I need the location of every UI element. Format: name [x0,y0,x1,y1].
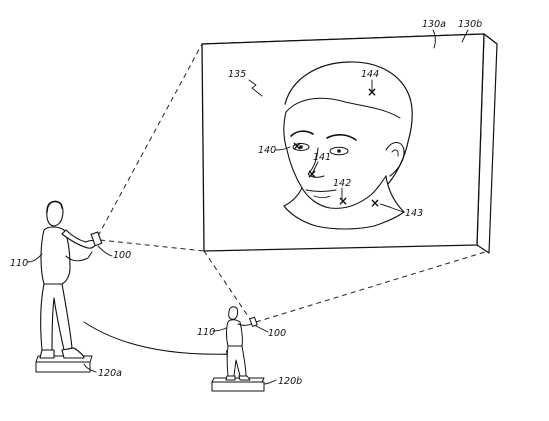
label-screen-front: 130a [422,19,446,30]
projection-line-small-left [203,250,253,323]
label-point-neck: 143 [405,208,423,219]
platform-small-body [211,381,265,392]
projection-lines [97,43,486,323]
left-eye [292,143,310,151]
ear-inner [391,149,399,157]
small-torso [226,319,243,347]
projection-screen [201,33,498,254]
movement-arrow [83,321,233,355]
person-leaders [27,245,277,385]
large-shoes [39,347,85,359]
label-person-small: 110 [197,327,215,338]
x-mark-neck: × [370,196,380,210]
jaw [301,175,387,209]
neck-right [385,175,405,213]
x-mark-chin: × [338,194,348,208]
x-mark-eye: × [292,139,302,153]
small-legs [226,345,247,377]
platform-large-body [35,361,91,373]
person-large [35,200,103,373]
left-pupil [299,145,303,149]
label-device-small: 100 [268,328,286,339]
projection-line-large-top [97,43,203,237]
mouth [305,189,337,193]
large-lower-arm [65,251,93,262]
large-legs [40,283,73,351]
label-platform-small: 120b [278,376,302,387]
ear [385,141,405,177]
face-left-contour [283,111,303,189]
large-device [90,231,103,247]
projection-line-small-right [255,251,486,323]
label-person-large: 110 [10,258,28,269]
nose [307,147,325,178]
label-point-head: 144 [361,69,379,80]
label-point-eye: 140 [258,145,276,156]
collar [315,211,405,230]
left-eyebrow [290,130,314,137]
neck-left [283,187,317,227]
platform-small-top [211,377,265,383]
small-device [249,316,258,327]
label-image: 135 [228,69,246,80]
right-eye [329,146,349,156]
right-pupil [337,149,341,153]
screen-front-face [201,33,485,252]
person-small [211,306,265,392]
label-platform-large: 120a [98,368,122,379]
head-outline [284,61,413,185]
large-torso [40,226,71,285]
label-point-chin: 142 [333,178,351,189]
lower-lip [313,195,331,198]
hairline [285,97,401,119]
right-eyebrow [326,134,357,141]
small-shoes [225,375,251,381]
screen-leaders [248,29,469,213]
large-hair [46,200,63,213]
label-screen-back: 130b [458,19,482,30]
label-point-nose: 141 [313,152,331,163]
label-device-large: 100 [113,250,131,261]
small-head [228,306,239,320]
